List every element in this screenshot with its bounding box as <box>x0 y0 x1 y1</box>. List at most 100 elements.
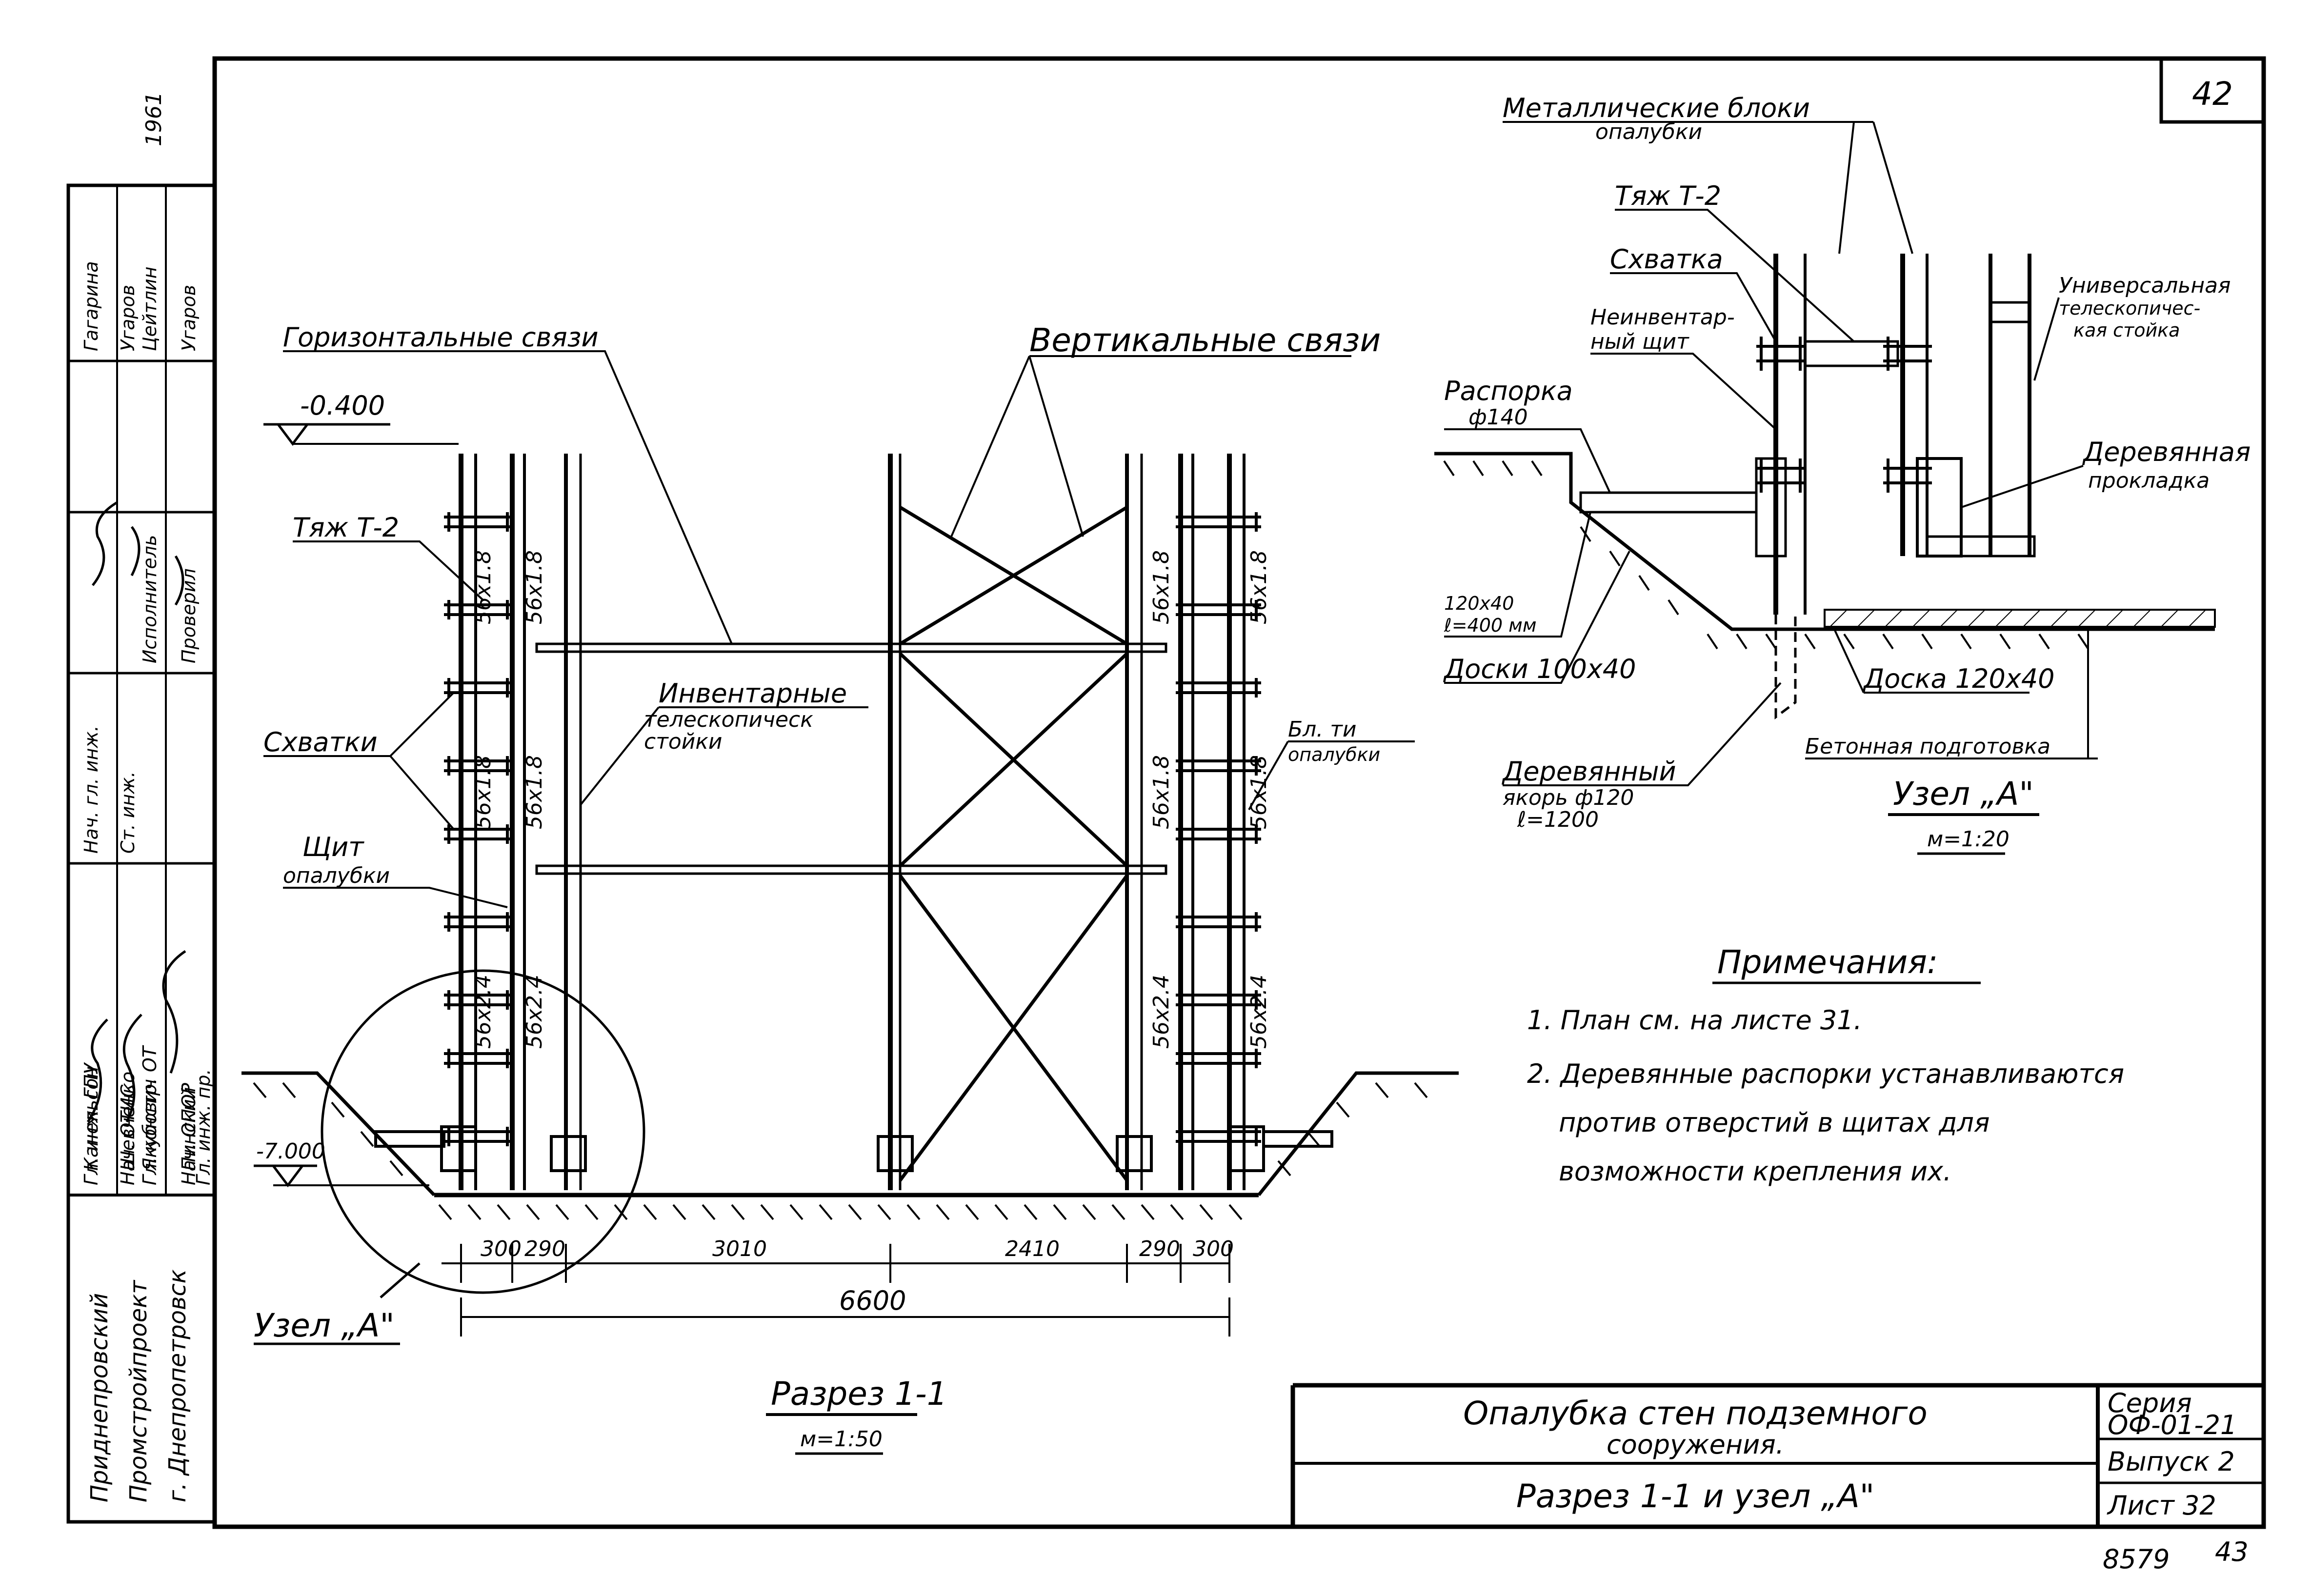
stamp-role-7: Ст. инж. <box>117 771 139 854</box>
node-clamp <box>1804 340 1899 367</box>
label-blocks-2: опалубки <box>1288 744 1380 765</box>
node-label-universal-2: телескопичес- <box>2059 298 2200 319</box>
label-horizontal-ties: Горизонтальные связи <box>283 322 599 353</box>
leader-universal <box>2033 297 2060 381</box>
node-label-boards: Доски 100х40 <box>1443 654 1636 684</box>
leader-clamps <box>263 692 455 830</box>
leader-board <box>1833 629 2030 694</box>
clamps-left <box>444 512 512 1146</box>
node-label-non-inv-2: ный щит <box>1590 329 1689 354</box>
node-title: Узел „А" <box>1893 775 2034 813</box>
soil-hatching <box>253 1082 1428 1220</box>
section-1-1: -0.400 -7.000 Горизонтальные связи Верти… <box>241 321 1459 1455</box>
node-label-wood-pad-2: прокладка <box>2088 468 2210 493</box>
node-ground <box>1434 452 2215 631</box>
note-2-line-3: возможности крепления их. <box>1559 1156 1951 1187</box>
corner-mark: 1961 <box>141 92 166 146</box>
post-bases <box>374 1125 1333 1172</box>
issue: Выпуск 2 <box>2108 1446 2235 1477</box>
dim-3: 3010 <box>712 1237 767 1261</box>
pit-right-slope <box>1257 1071 1459 1197</box>
dim-1: 300 <box>481 1237 522 1261</box>
profile-right-outer-2: 56x1.8 <box>1246 755 1271 829</box>
leader-inventory <box>580 706 868 806</box>
series-value: ОФ-01-21 <box>2108 1410 2237 1440</box>
node-label-universal-3: кая стойка <box>2073 319 2180 341</box>
node-label-clamp: Схватка <box>1610 244 1723 275</box>
label-shield-1: Щит <box>302 832 364 862</box>
dim-4: 2410 <box>1005 1237 1060 1261</box>
node-label-concrete: Бетонная подготовка <box>1805 734 2050 759</box>
node-anchor <box>1774 615 1797 719</box>
leader-blocks <box>1248 740 1415 810</box>
note-2-line-1: 2. Деревянные распорки устанавливаются <box>1527 1058 2124 1089</box>
node-label-universal-1: Универсальная <box>2059 273 2231 298</box>
title-block: Опалубка стен подземного сооружения. Раз… <box>1290 1383 2264 1527</box>
stamp-role-1: Гл. инж. ГПУ <box>80 1062 102 1185</box>
node-scale: м=1:20 <box>1927 827 2010 852</box>
profile-right-inner-1: 56x1.8 <box>1149 550 1174 624</box>
profile-left-inner-2: 56x1.8 <box>522 755 547 829</box>
node-label-non-inv-1: Неинвентар- <box>1590 305 1735 330</box>
note-1: 1. План см. на листе 31. <box>1527 1005 1862 1036</box>
node-a-leader <box>380 1262 421 1298</box>
title-subtitle: Разрез 1-1 и узел „А" <box>1516 1477 1874 1515</box>
stamp-role-8: Исполнитель <box>139 535 161 663</box>
elevation-bottom: -7.000 <box>256 1139 325 1164</box>
stamp-role-5: Гл. инж. пр. <box>193 1069 214 1185</box>
label-inventory-1: Инвентарные <box>659 678 847 709</box>
profile-left-outer-2: 56x1.8 <box>471 755 496 829</box>
node-wood-pad <box>1916 457 1963 558</box>
leader-tie-rod <box>293 540 484 601</box>
stamp-org-line-1: Приднепровский <box>86 1293 113 1502</box>
node-label-strut-1: Распорка <box>1444 376 1573 406</box>
note-2-line-2: против отверстий в щитах для <box>1559 1107 1989 1138</box>
stamp-role-3: Гл. констр. ОТ <box>139 1045 161 1185</box>
label-vertical-ties: Вертикальные связи <box>1029 321 1381 359</box>
leader-vertical-ties <box>950 355 1351 537</box>
label-inventory-3: стойки <box>644 729 723 754</box>
leader-horizontal-ties <box>283 350 733 644</box>
stamp-name-2: Угаров <box>117 285 139 351</box>
node-label-anchor-2: якорь ф120 <box>1503 785 1634 810</box>
node-flanges <box>1756 337 1932 493</box>
stamp-name-7: Якубович <box>139 1079 161 1171</box>
section-scale: м=1:50 <box>800 1427 883 1452</box>
side-stamp: Приднепровский Промстройпроект г. Днепро… <box>66 183 217 1524</box>
node-label-board-size-1: 120x40 <box>1444 593 1514 614</box>
horizontal-tie-lower <box>535 864 1167 875</box>
node-strut <box>1579 491 1758 514</box>
leader-boards <box>1444 551 1630 684</box>
clamps-right <box>1176 512 1261 1146</box>
dim-total: 6600 <box>839 1285 906 1316</box>
profile-right-outer-3: 56x2.4 <box>1246 975 1271 1049</box>
leader-strut <box>1444 428 1611 493</box>
leader-concrete <box>1805 629 2098 759</box>
notes: Примечания: 1. План см. на листе 31. 2. … <box>1527 943 2124 1187</box>
sheet-number-box: 42 <box>2159 57 2266 124</box>
leader-node-clamp <box>1610 272 1777 342</box>
node-label-metal-blocks-1: Металлические блоки <box>1503 93 1810 123</box>
stamp-org-line-2: Промстройпроект <box>125 1279 152 1502</box>
profile-left-inner-3: 56x2.4 <box>522 975 547 1049</box>
leader-board-size <box>1444 512 1591 638</box>
profile-right-outer-1: 56x1.8 <box>1246 550 1271 624</box>
elevation-top: -0.400 <box>300 390 385 421</box>
profile-left-outer-3: 56x2.4 <box>471 975 496 1049</box>
profile-right-inner-3: 56x2.4 <box>1149 975 1174 1049</box>
stamp-role-6: Нач. гл. инж. <box>80 725 102 854</box>
page-mark: 43 <box>2215 1536 2249 1567</box>
label-tie-rod-section: Тяж Т-2 <box>293 512 399 543</box>
node-a-label: Узел „А" <box>254 1307 395 1344</box>
node-a-detail: Металлические блоки опалубки Тяж Т-2 Схв… <box>1434 93 2251 855</box>
title-line-1: Опалубка стен подземного <box>1463 1395 1928 1432</box>
section-title: Разрез 1-1 <box>771 1375 947 1413</box>
notes-heading: Примечания: <box>1717 943 1938 981</box>
label-shield-2: опалубки <box>283 863 390 888</box>
node-label-metal-blocks-2: опалубки <box>1595 120 1702 144</box>
leader-wood-pad <box>1961 465 2084 508</box>
horizontal-tie-upper <box>535 642 1167 653</box>
node-label-board-size-2: ℓ=400 мм <box>1444 615 1536 636</box>
node-label-wood-pad-1: Деревянная <box>2082 437 2251 467</box>
